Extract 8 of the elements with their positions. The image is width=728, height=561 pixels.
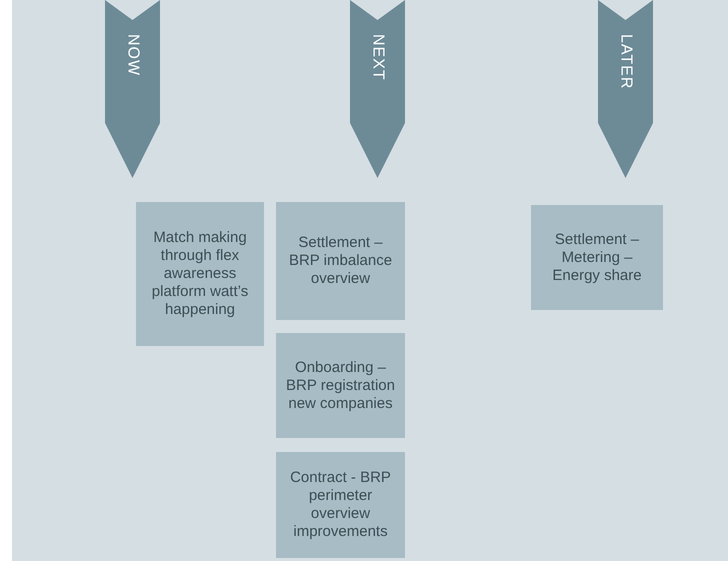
stage-label: NOW bbox=[124, 34, 142, 76]
text-box: Settlement – Metering – Energy share bbox=[531, 205, 663, 310]
text-box: Contract - BRP perimeter overview improvements bbox=[276, 452, 405, 558]
stage-label: LATER bbox=[616, 34, 634, 90]
text-box: Settlement – BRP imbalance overview bbox=[276, 202, 405, 320]
text-box: Match making through flex awareness platform watt’s happening bbox=[136, 202, 264, 346]
stage-label: NEXT bbox=[368, 34, 386, 81]
text-box: Onboarding – BRP registration new companies bbox=[276, 333, 405, 438]
